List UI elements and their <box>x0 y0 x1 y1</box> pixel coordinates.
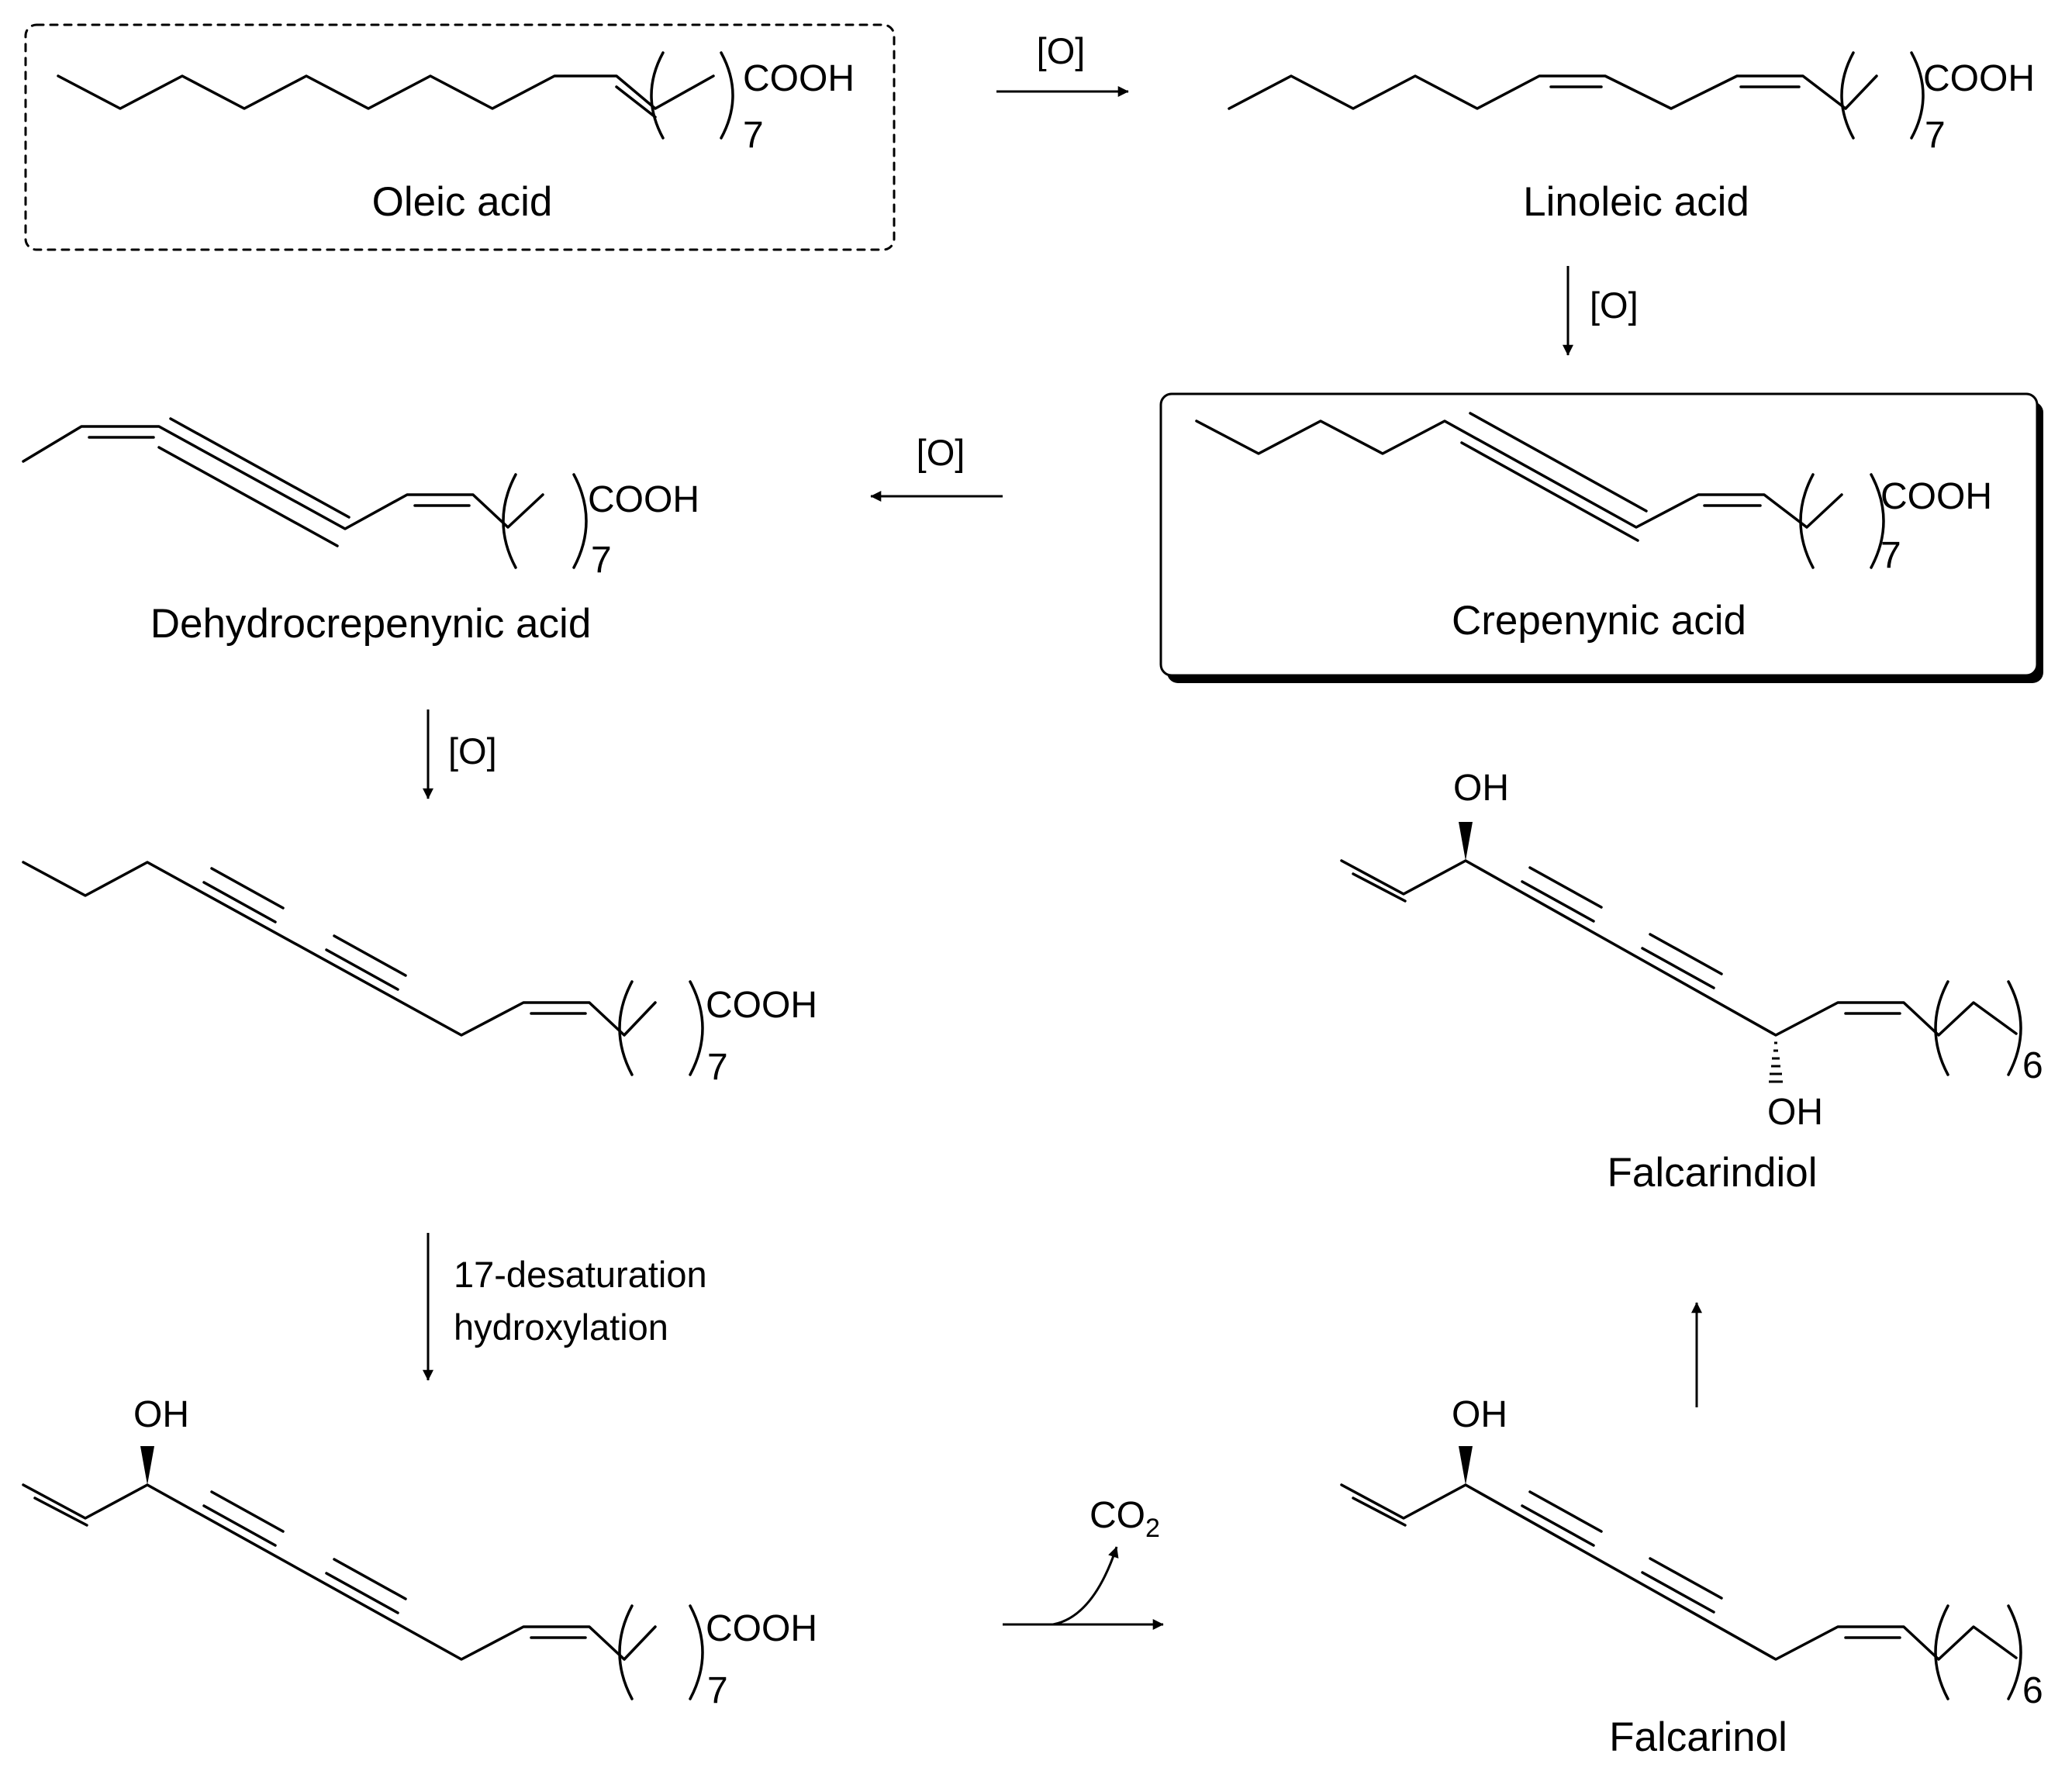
linoleic-acid-label: Linoleic acid <box>1523 179 1749 225</box>
oleic-acid-structure <box>24 23 896 251</box>
arrow3-condition: [O] <box>917 432 965 473</box>
hydroxy-diyne-acid-structure <box>22 1483 704 1700</box>
diyne-cooh: COOH <box>706 985 817 1026</box>
diyne-repeat-count: 7 <box>707 1047 728 1088</box>
hydroxy-acid-cooh: COOH <box>706 1608 817 1649</box>
falcarindiol-wedge-bond <box>1459 822 1473 861</box>
falcarinol-repeat-count: 6 <box>2022 1670 2043 1711</box>
dehydrocrepenynic-acid-label: Dehydrocrepenynic acid <box>150 601 592 647</box>
arrow1-condition: [O] <box>1037 30 1086 71</box>
falcarindiol-oh-top: OH <box>1453 768 1509 809</box>
arrow2-condition: [O] <box>1590 285 1639 326</box>
falcarinol-oh: OH <box>1452 1394 1507 1435</box>
co2-label: CO2 <box>1090 1495 1160 1543</box>
falcarinol-structure <box>1340 1483 2022 1700</box>
crepenynic-highlight-box <box>1159 392 2039 677</box>
dehydrocrepenynic-acid-structure <box>22 417 588 569</box>
hydroxy-acid-oh: OH <box>133 1394 189 1435</box>
dehydrocrepenynic-repeat-count: 7 <box>591 540 612 581</box>
linoleic-acid-structure <box>1228 51 1925 140</box>
repeat-paren-left <box>650 51 665 140</box>
falcarindiol-label: Falcarindiol <box>1607 1150 1817 1196</box>
repeat-paren-right <box>720 51 734 140</box>
crepenynic-acid-structure <box>1159 392 2043 683</box>
dehydrocrepenynic-cooh: COOH <box>588 479 699 520</box>
falcarinol-label: Falcarinol <box>1609 1714 1787 1760</box>
diyne-acid-structure <box>22 861 704 1076</box>
hydroxy-acid-repeat-count: 7 <box>707 1670 728 1711</box>
falcarinol-wedge-bond <box>1459 1446 1473 1485</box>
oleic-cooh: COOH <box>743 58 855 99</box>
falcarindiol-repeat-count: 6 <box>2022 1045 2043 1086</box>
falcarindiol-oh-bottom: OH <box>1767 1092 1823 1133</box>
arrow5-condition-line1: 17-desaturation <box>454 1254 707 1295</box>
oleic-highlight-box <box>24 23 896 251</box>
co2-main: CO <box>1090 1495 1145 1536</box>
co2-release-arrow <box>1052 1546 1119 1626</box>
oleic-repeat-count: 7 <box>743 115 764 156</box>
linoleic-cooh: COOH <box>1923 58 2035 99</box>
hydroxy-wedge-bond <box>140 1446 154 1485</box>
co2-subscript: 2 <box>1145 1514 1160 1543</box>
oleic-acid-label: Oleic acid <box>372 179 553 225</box>
falcarindiol-structure <box>1340 859 2022 1076</box>
crepenynic-repeat-count: 7 <box>1880 535 1901 576</box>
falcarindiol-hash-bond <box>1769 1041 1783 1083</box>
linoleic-repeat-count: 7 <box>1925 115 1946 156</box>
crepenynic-acid-label: Crepenynic acid <box>1452 598 1746 644</box>
arrow4-condition: [O] <box>448 730 497 772</box>
arrow5-condition-line2: hydroxylation <box>454 1307 668 1348</box>
crepenynic-cooh: COOH <box>1880 476 1992 517</box>
